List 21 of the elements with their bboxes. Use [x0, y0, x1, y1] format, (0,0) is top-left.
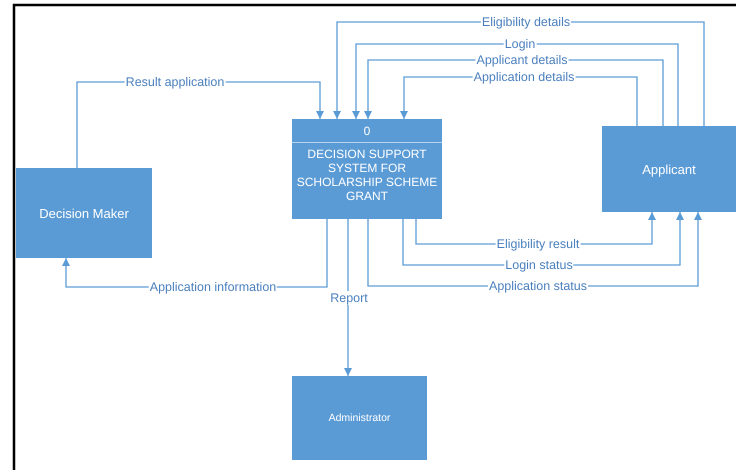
- edge-label: Login: [504, 37, 536, 51]
- edge-label: Application details: [472, 70, 576, 84]
- process-number: 0: [292, 119, 442, 143]
- process-name: DECISION SUPPORT SYSTEM FOR SCHOLARSHIP SCHEME GRANT: [296, 146, 438, 203]
- entity-name: Applicant: [642, 162, 696, 176]
- external-entity-box: [16, 168, 152, 258]
- edge-label: Report: [329, 291, 369, 305]
- edge-label: Application information: [148, 280, 278, 294]
- entity-name: Decision Maker: [39, 206, 129, 220]
- process-box: [292, 119, 442, 219]
- edge-label: Result application: [124, 75, 226, 89]
- external-entity-box: [602, 126, 736, 212]
- edge-label: Applicant details: [475, 53, 569, 67]
- data-flow-arrow: [344, 219, 352, 376]
- entity-name: Administrator: [328, 410, 390, 426]
- data-flow-arrow: [352, 43, 679, 126]
- edge-label: Eligibility details: [480, 15, 572, 29]
- external-entity-box: [292, 376, 427, 460]
- edge-label: Eligibility result: [496, 237, 580, 251]
- edge-label: Login status: [504, 258, 574, 272]
- edge-label: Application status: [488, 279, 588, 293]
